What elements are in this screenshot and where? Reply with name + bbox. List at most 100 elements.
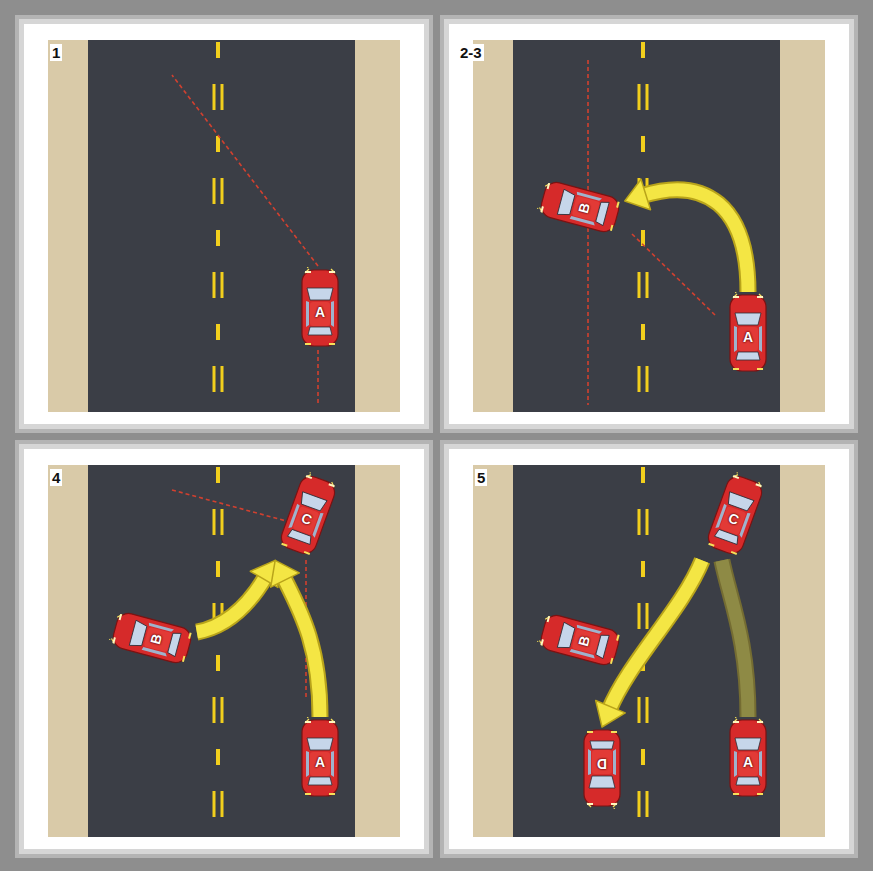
head-light <box>305 271 311 273</box>
tail-light <box>611 731 617 733</box>
car-roof <box>310 302 330 326</box>
arrow-head <box>625 179 651 210</box>
center-line <box>216 655 220 671</box>
car-side-window <box>734 326 737 352</box>
car-side-window <box>759 751 762 777</box>
panel-bevel <box>440 15 858 433</box>
tail-light <box>733 368 739 370</box>
car-body <box>302 270 338 346</box>
signal-light <box>306 267 308 268</box>
car: A <box>728 292 768 374</box>
center-line <box>216 136 220 152</box>
asphalt <box>88 465 355 837</box>
tail-light <box>182 656 185 662</box>
center-line <box>213 366 216 392</box>
center-line <box>646 791 649 817</box>
path-arrow <box>197 560 278 632</box>
head-light <box>305 721 311 723</box>
center-line <box>638 509 641 535</box>
center-line <box>638 697 641 723</box>
signal-light <box>734 717 736 718</box>
path-arrow <box>271 560 320 717</box>
center-line <box>646 509 649 535</box>
panel-bevel <box>19 19 429 429</box>
head-light <box>119 614 122 620</box>
center-line <box>216 324 220 340</box>
path-arrow-edge <box>609 560 702 710</box>
path-arrow-edge <box>722 560 748 717</box>
car-body <box>539 180 622 234</box>
car-roof <box>572 196 600 222</box>
center-line <box>221 84 224 110</box>
path-arrow-edge <box>642 190 748 292</box>
road-shoulder <box>48 465 400 837</box>
center-line <box>221 697 224 723</box>
car: A <box>300 267 340 349</box>
asphalt <box>513 40 780 412</box>
head-light <box>540 206 543 212</box>
center-line <box>221 272 224 298</box>
car-body <box>302 720 338 796</box>
sight-line <box>305 560 307 700</box>
car-body <box>111 611 194 665</box>
center-line <box>638 366 641 392</box>
panel-bevel <box>444 19 854 429</box>
center-line <box>638 84 641 110</box>
car-rear-window <box>308 327 332 335</box>
tail-light <box>587 731 593 733</box>
panel-mat <box>24 24 424 424</box>
tail-light <box>304 551 310 555</box>
sight-line <box>587 60 589 405</box>
panel-number: 2-3 <box>458 44 484 61</box>
car-roof <box>292 506 319 535</box>
car-windshield <box>589 776 615 788</box>
sight-line <box>317 350 319 405</box>
car-label: A <box>315 305 325 319</box>
car-label: D <box>597 757 607 771</box>
car-body <box>705 473 765 557</box>
arrow-head <box>271 560 300 587</box>
car-windshield <box>735 313 761 325</box>
signal-light <box>535 640 538 643</box>
path-arrow-body <box>722 560 748 717</box>
sight-line <box>630 232 715 315</box>
tail-light <box>708 543 714 547</box>
car-roof <box>144 627 172 653</box>
center-line <box>213 697 216 723</box>
car-body <box>278 473 338 557</box>
head-light <box>547 183 550 189</box>
head-light <box>733 475 739 479</box>
car-body <box>730 720 766 796</box>
car-label: A <box>743 330 753 344</box>
center-line <box>213 272 216 298</box>
car-windshield <box>307 738 333 750</box>
center-line <box>641 136 645 152</box>
tail-light <box>616 202 619 208</box>
signal-light <box>309 470 312 474</box>
panel <box>15 440 433 858</box>
center-line <box>641 561 645 577</box>
car-label: A <box>315 755 325 769</box>
center-line <box>646 603 649 629</box>
center-line <box>646 84 649 110</box>
car-roof <box>738 327 758 351</box>
car: D <box>582 727 622 809</box>
tail-light <box>329 793 335 795</box>
center-line <box>216 230 220 246</box>
car-roof <box>310 752 330 776</box>
center-line <box>216 42 220 58</box>
path-arrow <box>722 560 748 717</box>
center-line <box>221 791 224 817</box>
center-line <box>213 509 216 535</box>
head-light <box>306 475 312 479</box>
signal-light <box>734 292 736 293</box>
panel-number: 1 <box>50 44 62 61</box>
signal-light <box>107 638 110 641</box>
path-arrow-body <box>197 576 266 632</box>
center-line <box>641 42 645 58</box>
head-light <box>755 483 761 487</box>
center-line <box>213 178 216 204</box>
center-line <box>638 791 641 817</box>
center-line <box>638 603 641 629</box>
car-roof <box>572 629 600 655</box>
